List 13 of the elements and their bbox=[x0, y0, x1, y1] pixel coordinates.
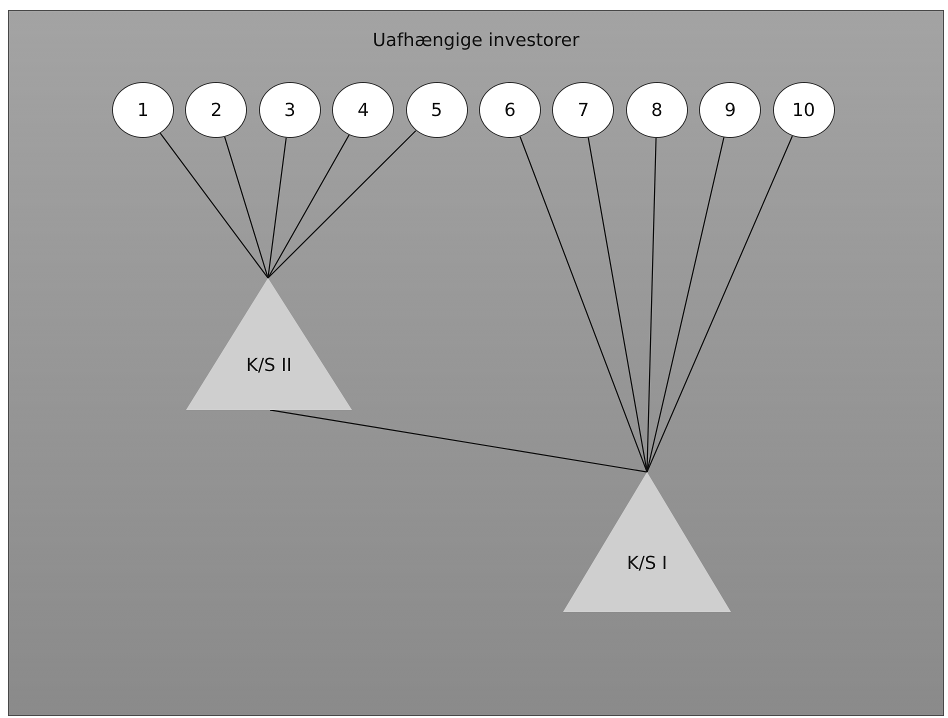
diagram-title: Uafhængige investorer bbox=[372, 30, 580, 51]
connector-line bbox=[646, 136, 793, 472]
node-label: K/S II bbox=[245, 354, 293, 376]
connector-line bbox=[270, 409, 648, 473]
connector-line bbox=[160, 132, 268, 278]
connector-line bbox=[519, 136, 648, 472]
connector-line bbox=[267, 138, 287, 278]
connector-line bbox=[646, 138, 657, 472]
node-label: K/S I bbox=[626, 553, 668, 574]
connector-line bbox=[224, 136, 269, 278]
connector-line bbox=[267, 134, 350, 278]
connector-line bbox=[646, 137, 724, 472]
connector-line bbox=[268, 130, 416, 278]
